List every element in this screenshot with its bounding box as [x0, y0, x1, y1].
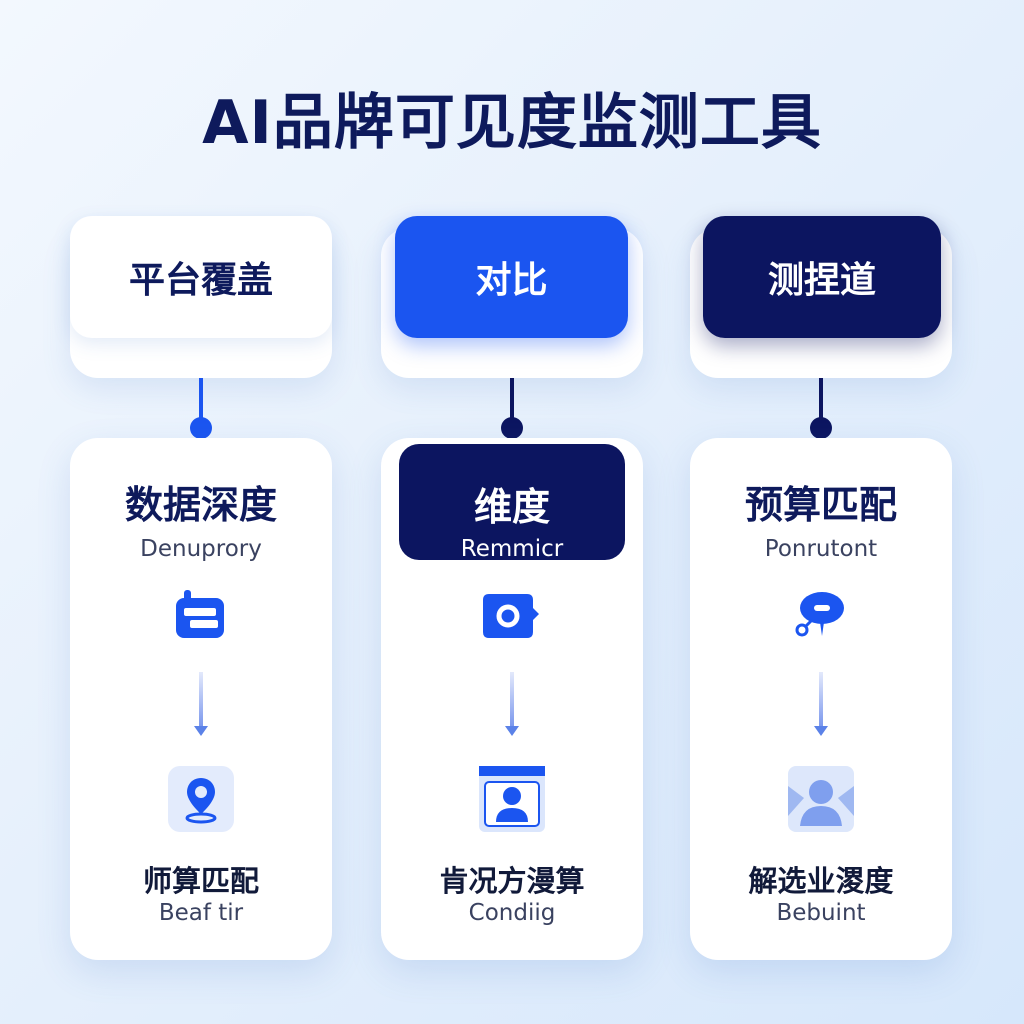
card-footer-title: 师算匹配	[142, 864, 259, 898]
connector-line	[819, 378, 823, 428]
card-footer-title: 肯况方漫算	[439, 864, 585, 898]
tab-platform-coverage[interactable]: 平台覆盖	[70, 216, 332, 338]
column-card-data-depth: 数据深度 Denuprory 师算匹配 Beaf tir	[70, 438, 332, 960]
tab-measure[interactable]: 测捏道	[703, 216, 941, 338]
card-footer-subtitle: Beaf tir	[158, 900, 244, 926]
card-subheading: Denuprory	[140, 536, 262, 562]
user-avatar-icon	[788, 766, 854, 832]
card-footer-subtitle: Bebuint	[776, 900, 866, 926]
tab-compare[interactable]: 对比	[395, 216, 628, 338]
flow-arrow	[199, 672, 203, 730]
user-profile-icon	[479, 766, 545, 832]
connector-dot	[501, 417, 523, 439]
card-subheading: Remmicr	[460, 536, 564, 562]
card-heading: 预算匹配	[744, 483, 897, 527]
card-heading: 数据深度	[124, 483, 277, 527]
connector-dot	[810, 417, 832, 439]
arrow-head-icon	[194, 726, 208, 736]
column-card-budget-match: 预算匹配 Ponrutont 解选业溭度 Bebuint	[690, 438, 952, 960]
calendar-icon	[176, 590, 224, 638]
arrow-head-icon	[505, 726, 519, 736]
card-footer-subtitle: Condiig	[468, 900, 556, 926]
flow-arrow	[819, 672, 823, 730]
card-subheading: Ponrutont	[764, 536, 878, 562]
card-heading: 维度	[473, 485, 550, 529]
target-chat-icon	[483, 594, 539, 638]
location-pin-icon	[168, 766, 234, 832]
connector-line	[199, 378, 203, 428]
card-footer-title: 解选业溭度	[748, 864, 894, 898]
connector-line	[510, 378, 514, 428]
arrow-head-icon	[814, 726, 828, 736]
page-title: AI品牌可见度监测工具	[202, 88, 822, 158]
connector-dot	[190, 417, 212, 439]
speech-bubble-icon	[795, 592, 844, 637]
flow-arrow	[510, 672, 514, 730]
card-heading-box: 维度 Remmicr	[399, 444, 625, 562]
column-card-dimension: 维度 Remmicr 肯况方漫算 Condiig	[381, 438, 643, 960]
